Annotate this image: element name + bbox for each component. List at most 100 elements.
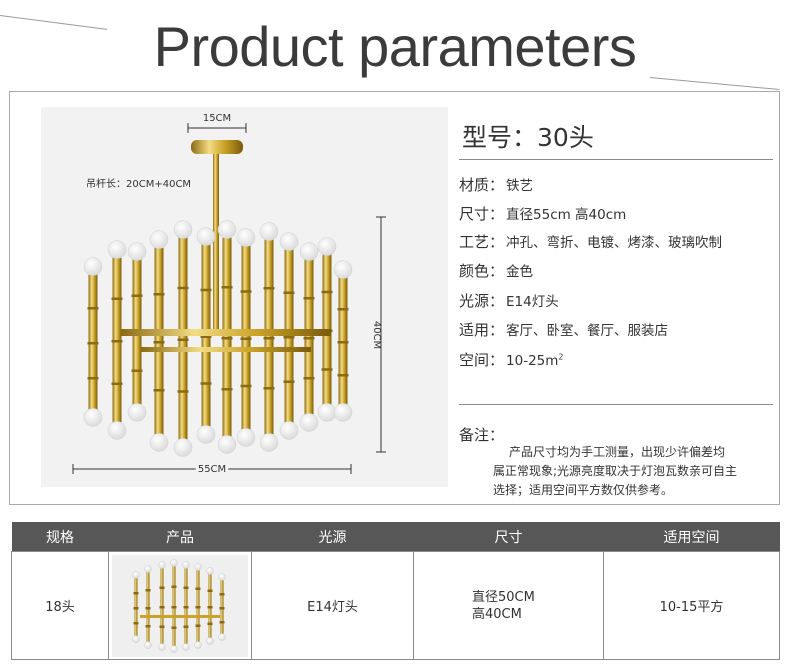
cell-spec: 18头: [11, 551, 109, 660]
bulb: [218, 572, 226, 581]
bulb: [144, 640, 152, 649]
cell-product: [108, 551, 252, 660]
spec-label: 光源：: [459, 292, 505, 310]
bulb: [107, 240, 127, 259]
spec-material: 材质：铁艺: [459, 174, 533, 195]
variant-table: 规格 产品 光源 尺寸 适用空间 18头 E14灯头 直径50CM 高40CM …: [11, 522, 780, 660]
divider-bottom: [459, 404, 773, 405]
model-label: 型号：: [462, 123, 538, 152]
bulb: [299, 413, 319, 432]
bulb: [83, 257, 103, 276]
note-text: 产品尺寸均为手工测量，出现少许偏差均 属正常现象;光源亮度取决于灯泡瓦数亲可自主…: [493, 443, 763, 500]
bulb: [196, 227, 216, 246]
dim-width-label: 55CM: [198, 464, 226, 475]
note-line: 产品尺寸均为手工测量，出现少许偏差均: [509, 445, 726, 459]
bulb: [279, 232, 299, 251]
bulb: [194, 640, 202, 649]
bulb: [217, 435, 237, 454]
bulb: [299, 242, 319, 261]
chandelier-illustration: 15CM 吊杆长：20CM+40CM 40CM 55CM: [72, 113, 386, 478]
hub-arms: [121, 329, 331, 336]
bulb: [170, 558, 178, 567]
spec-value: 铁艺: [506, 178, 534, 194]
canopy: [191, 140, 243, 154]
bulb: [217, 220, 237, 239]
spec-label: 适用：: [459, 321, 505, 339]
bulb: [173, 438, 193, 457]
spec-label: 尺寸：: [459, 205, 505, 223]
bulb: [194, 562, 202, 571]
header-size: 尺寸: [413, 522, 604, 552]
divider-top: [459, 159, 773, 160]
product-thumbnail: [112, 554, 248, 657]
spec-space: 空间：10-25m2: [459, 349, 564, 370]
spec-light-source: 光源：E14灯头: [459, 290, 559, 311]
bulb: [236, 428, 256, 447]
bulb: [127, 242, 147, 261]
cell-size: 直径50CM 高40CM: [413, 551, 604, 660]
bulb: [182, 642, 190, 651]
dim-rod-label: 吊杆长：20CM+40CM: [86, 178, 191, 190]
note-line: 属正常现象;光源亮度取决于灯泡瓦数亲可自主: [493, 464, 738, 478]
bulb: [107, 421, 127, 440]
header-product: 产品: [108, 522, 252, 552]
spec-value: E14灯头: [506, 294, 559, 310]
bulb: [259, 433, 279, 452]
bulb: [127, 403, 147, 422]
spec-value: 直径55cm 高40cm: [506, 207, 627, 223]
model-value: 30头: [537, 123, 594, 152]
spec-value: 客厅、卧室、餐厅、服装店: [506, 323, 669, 339]
size-line: 直径50CM: [472, 589, 535, 605]
bulb: [144, 564, 152, 573]
table-row: 18头 E14灯头 直径50CM 高40CM 10-15平方: [11, 551, 780, 660]
bulb: [333, 260, 353, 279]
spec-size: 尺寸：直径55cm 高40cm: [459, 203, 626, 224]
dim-top-label: 15CM: [203, 113, 231, 124]
hub-arms-lower: [141, 347, 311, 352]
product-photo: 15CM 吊杆长：20CM+40CM 40CM 55CM: [41, 107, 448, 487]
bulb: [259, 222, 279, 241]
size-line: 高40CM: [472, 606, 522, 622]
dim-height-label: 40CM: [371, 321, 382, 349]
bulb: [317, 237, 337, 256]
spec-application: 适用：客厅、卧室、餐厅、服装店: [459, 319, 668, 340]
cell-light: E14灯头: [251, 551, 414, 660]
page-title: Product parameters: [153, 15, 637, 78]
header-space: 适用空间: [603, 522, 780, 552]
bulb: [170, 644, 178, 653]
header-spec: 规格: [11, 522, 109, 552]
bulb: [132, 570, 140, 579]
light-tubes: [83, 220, 353, 457]
spec-color: 颜色：金色: [459, 260, 533, 281]
cell-space: 10-15平方: [603, 551, 780, 660]
spec-label: 工艺：: [459, 233, 505, 251]
parameters-frame: [9, 91, 780, 505]
bulb: [279, 421, 299, 440]
bulb: [173, 220, 193, 239]
bulb: [158, 560, 166, 569]
spec-process: 工艺：冲孔、弯折、电镀、烤漆、玻璃吹制: [459, 231, 722, 252]
bulb: [132, 634, 140, 643]
spec-value: 冲孔、弯折、电镀、烤漆、玻璃吹制: [506, 235, 723, 251]
rod: [213, 154, 219, 334]
bulb: [149, 230, 169, 249]
spec-label: 材质：: [459, 176, 505, 194]
table-header-row: 规格 产品 光源 尺寸 适用空间: [11, 522, 780, 552]
header-light: 光源: [251, 522, 414, 552]
note-label: 备注：: [459, 426, 505, 444]
bulb: [218, 632, 226, 641]
bulb: [206, 636, 214, 645]
bulb: [236, 228, 256, 247]
bulb: [196, 425, 216, 444]
bulb: [317, 403, 337, 422]
spec-label: 空间：: [459, 351, 505, 369]
note-line: 选择；适用空间平方数仅供参考。: [493, 483, 674, 497]
bulb: [149, 433, 169, 452]
spec-value: 10-25m2: [506, 352, 564, 370]
spec-value: 金色: [506, 264, 534, 280]
spec-label: 颜色：: [459, 262, 505, 280]
bulb: [182, 560, 190, 569]
bulb: [158, 642, 166, 651]
bulb: [206, 566, 214, 575]
bulb: [333, 403, 353, 422]
